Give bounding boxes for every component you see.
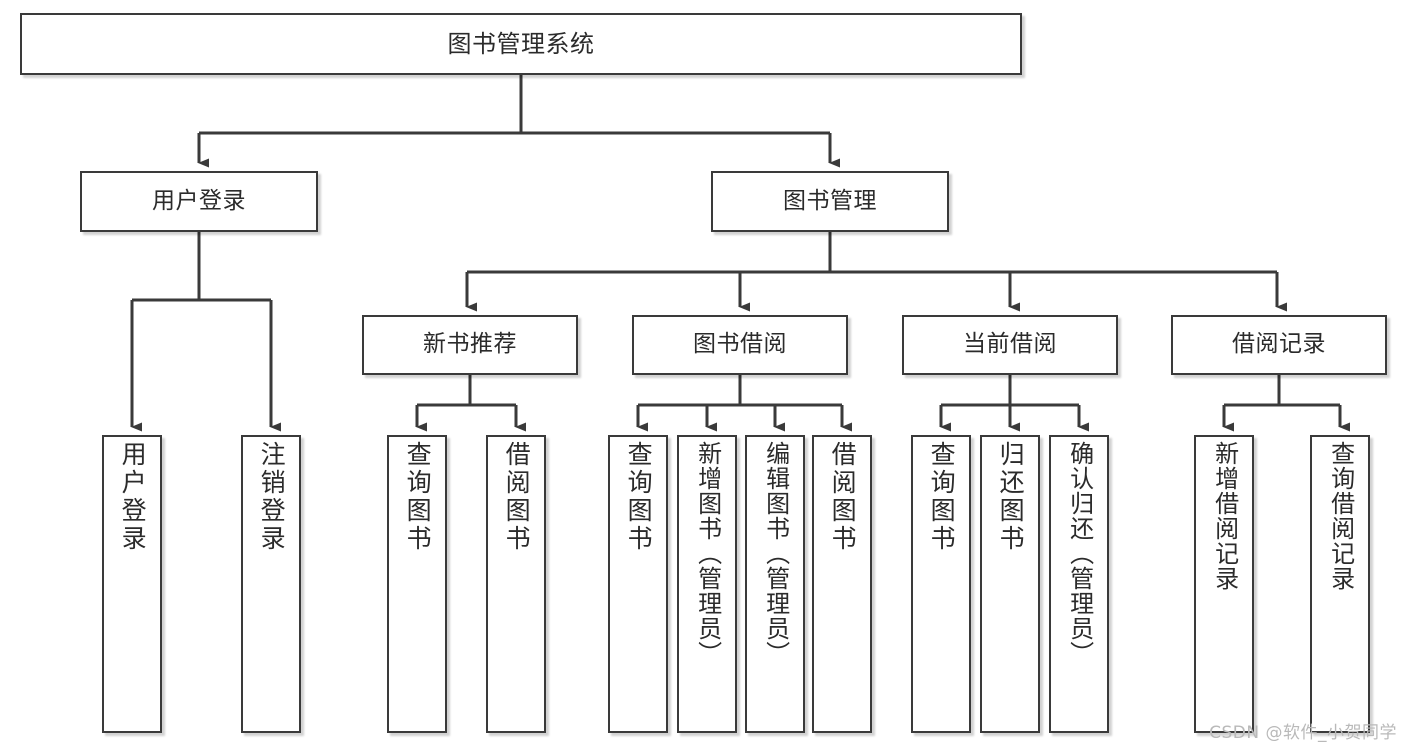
node-leaf-user-login[interactable]: 用户登录 <box>102 435 162 733</box>
node-leaf-query-book-3[interactable]: 查询图书 <box>911 435 971 733</box>
node-leaf-edit-book[interactable]: 编辑图书（管理员） <box>745 435 805 733</box>
node-current-borrow-label: 当前借阅 <box>963 331 1057 358</box>
node-new-book-recommend[interactable]: 新书推荐 <box>362 315 578 375</box>
node-borrow-record[interactable]: 借阅记录 <box>1171 315 1387 375</box>
node-root[interactable]: 图书管理系统 <box>20 13 1022 75</box>
node-leaf-query-book-1[interactable]: 查询图书 <box>387 435 447 733</box>
node-leaf-query-book-2[interactable]: 查询图书 <box>608 435 668 733</box>
node-leaf-logout-label: 注销登录 <box>257 441 287 553</box>
node-leaf-add-book-label: 新增图书（管理员） <box>693 441 722 666</box>
node-leaf-borrow-book-2[interactable]: 借阅图书 <box>812 435 872 733</box>
node-book-borrow[interactable]: 图书借阅 <box>632 315 848 375</box>
node-leaf-query-book-2-label: 查询图书 <box>624 441 654 553</box>
node-new-book-recommend-label: 新书推荐 <box>423 331 517 358</box>
node-leaf-query-record-label: 查询借阅记录 <box>1326 441 1355 591</box>
node-leaf-confirm-return[interactable]: 确认归还（管理员） <box>1049 435 1109 733</box>
node-leaf-return-book[interactable]: 归还图书 <box>980 435 1040 733</box>
node-leaf-confirm-return-label: 确认归还（管理员） <box>1065 441 1094 666</box>
node-leaf-logout[interactable]: 注销登录 <box>241 435 301 733</box>
node-leaf-query-book-3-label: 查询图书 <box>927 441 957 553</box>
watermark: CSDN @软件_小贺同学 <box>1209 723 1397 743</box>
node-leaf-borrow-book-1-label: 借阅图书 <box>502 441 532 553</box>
node-leaf-user-login-label: 用户登录 <box>118 441 148 553</box>
node-leaf-query-book-1-label: 查询图书 <box>403 441 433 553</box>
node-leaf-return-book-label: 归还图书 <box>996 441 1026 553</box>
node-leaf-query-record[interactable]: 查询借阅记录 <box>1310 435 1370 733</box>
node-leaf-add-record-label: 新增借阅记录 <box>1210 441 1239 591</box>
node-user-login-label: 用户登录 <box>152 187 246 214</box>
node-user-login[interactable]: 用户登录 <box>80 171 318 232</box>
node-leaf-edit-book-label: 编辑图书（管理员） <box>761 441 790 666</box>
node-leaf-borrow-book-2-label: 借阅图书 <box>828 441 858 553</box>
node-current-borrow[interactable]: 当前借阅 <box>902 315 1118 375</box>
node-leaf-borrow-book-1[interactable]: 借阅图书 <box>486 435 546 733</box>
node-leaf-add-record[interactable]: 新增借阅记录 <box>1194 435 1254 733</box>
node-root-label: 图书管理系统 <box>447 29 595 58</box>
node-book-management[interactable]: 图书管理 <box>711 171 949 232</box>
node-borrow-record-label: 借阅记录 <box>1232 331 1326 358</box>
node-book-borrow-label: 图书借阅 <box>693 331 787 358</box>
node-leaf-add-book[interactable]: 新增图书（管理员） <box>677 435 737 733</box>
node-book-management-label: 图书管理 <box>783 187 877 214</box>
